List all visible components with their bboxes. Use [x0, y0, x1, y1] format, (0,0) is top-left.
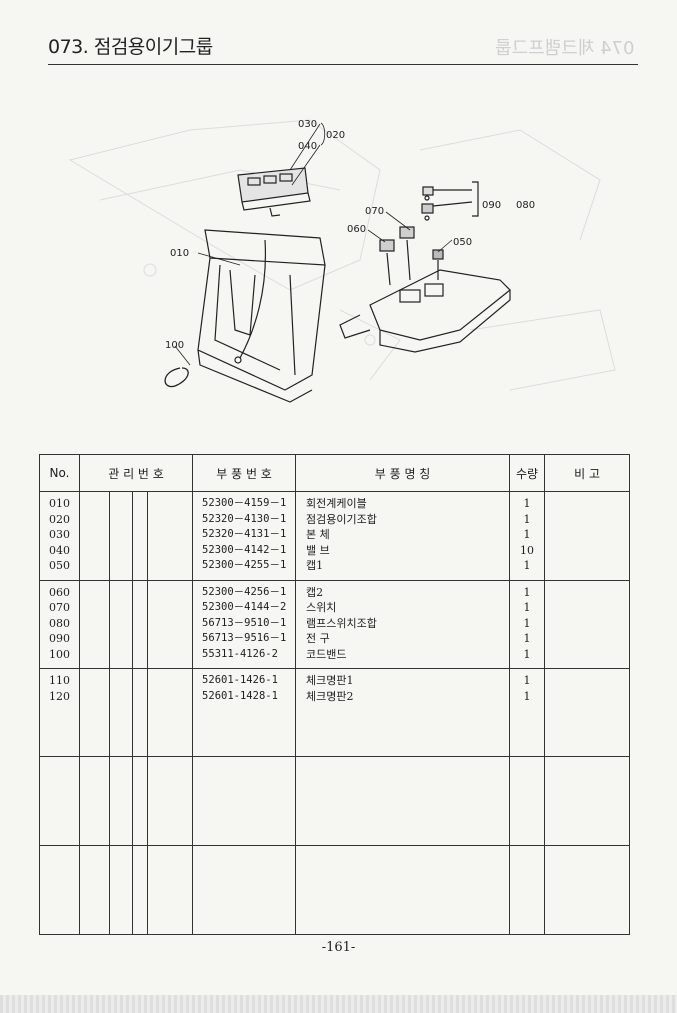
page-title: 073. 점검용이기그룹: [48, 36, 213, 58]
quantity-cell: 1 1 1 1 1: [509, 580, 546, 669]
part-name-cell: 체크명판1 체크명판2: [295, 668, 511, 757]
callout-040: 040: [298, 141, 317, 152]
header-part-number: 부 풍 번 호: [192, 454, 297, 492]
bleed-through-title: 074 체크램프그룹: [494, 38, 634, 59]
instrument-box: [237, 167, 311, 217]
part-number-cell: 52300－4256－1 52300－4144－2 56713－9510－1 5…: [192, 580, 297, 669]
code-band: [164, 367, 189, 388]
switch-parts: [379, 181, 479, 286]
callout-070: 070: [365, 206, 384, 217]
remarks-cell: [544, 491, 631, 581]
callout-050: 050: [453, 237, 472, 248]
callout-010: 010: [170, 248, 189, 259]
header-quantity: 수량: [509, 454, 546, 492]
header-no: No.: [39, 454, 80, 492]
callout-080: 080: [516, 200, 535, 211]
parts-table: No. 관 리 번 호 부 풍 번 호 부 풍 명 칭 수량 비 고 010 0…: [39, 454, 631, 935]
callout-060: 060: [347, 224, 366, 235]
table-row-group-2: 060 070 080 090 100 52300－4256－1 52300－4…: [39, 580, 631, 669]
dashboard-panel: [197, 229, 326, 403]
callout-100: 100: [165, 340, 184, 351]
scan-edge-strip: [0, 995, 677, 1013]
page-header: 073. 점검용이기그룹 074 체크램프그룹: [48, 28, 638, 65]
remarks-cell: [544, 668, 631, 757]
callout-labels: 030 020 040 080 090 070 060 050 010 100: [165, 119, 535, 351]
page-number: -161-: [321, 940, 356, 955]
table-row-group-1: 010 020 030 040 050 52300－4159－1 52320－4…: [39, 491, 631, 581]
leader-lines: [174, 122, 453, 366]
header-part-name: 부 풍 명 칭: [295, 454, 511, 492]
exploded-parts-diagram: 030 020 040 080 090 070 060 050 010 100: [40, 90, 640, 430]
diagram-svg: 030 020 040 080 090 070 060 050 010 100: [68, 119, 616, 403]
callout-020: 020: [326, 130, 345, 141]
part-name-cell: 회전계케이블 점검용이기조합 본 체 밸 브 캡1: [295, 491, 511, 581]
table-row-empty: [39, 845, 631, 935]
no-cell: 060 070 080 090 100: [39, 580, 80, 669]
remarks-cell: [544, 580, 631, 669]
header-management-number: 관 리 번 호: [78, 454, 194, 492]
table-row-empty: [39, 756, 631, 846]
chassis-bracket: [339, 269, 511, 353]
no-cell: 110 120: [39, 668, 80, 757]
callout-030: 030: [298, 119, 317, 130]
part-number-cell: 52601-1426-1 52601-1428-1: [192, 668, 297, 757]
no-cell: 010 020 030 040 050: [39, 491, 80, 581]
quantity-cell: 1 1 1 10 1: [509, 491, 546, 581]
quantity-cell: 1 1: [509, 668, 546, 757]
part-number-cell: 52300－4159－1 52320－4130－1 52320－4131－1 5…: [192, 491, 297, 581]
header-remarks: 비 고: [544, 454, 631, 492]
background-ghost-drawing: [68, 119, 616, 391]
table-header-row: No. 관 리 번 호 부 풍 번 호 부 풍 명 칭 수량 비 고: [39, 454, 631, 492]
callout-090: 090: [482, 200, 501, 211]
table-row-group-3: 110 120 52601-1426-1 52601-1428-1 체크명판1 …: [39, 668, 631, 757]
part-name-cell: 캡2 스위치 램프스위치조합 전 구 코드밴드: [295, 580, 511, 669]
